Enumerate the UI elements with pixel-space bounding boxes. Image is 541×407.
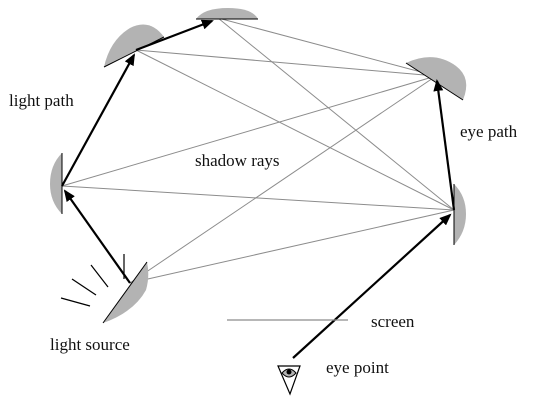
shadow-rays [61, 17, 455, 284]
surface-top-right [406, 57, 467, 100]
shadow-ray [217, 17, 455, 211]
surface-edge [102, 261, 148, 324]
surface-left [50, 153, 62, 214]
path-arrows [61, 19, 456, 359]
light-path-segment [61, 53, 135, 187]
eye-icon [277, 365, 301, 396]
shadow-ray [61, 185, 455, 211]
shadow-ray [217, 17, 437, 77]
label-light-path: light path [9, 91, 74, 110]
shadow-ray [135, 49, 437, 77]
label-light-source: light source [50, 335, 130, 354]
surface-top-left [104, 24, 164, 67]
emission-stroke [90, 264, 109, 288]
shadow-ray [129, 209, 455, 284]
light-path-segment [135, 19, 214, 52]
eye-path-segment [292, 213, 452, 359]
eye-path-segment [433, 79, 456, 211]
label-eye-point: eye point [326, 358, 389, 377]
surface-edges [61, 18, 464, 324]
emission-stroke [71, 278, 97, 296]
label-shadow-rays: shadow rays [195, 151, 280, 170]
surface-right [454, 184, 466, 245]
label-screen: screen [371, 312, 415, 331]
shadow-ray [135, 49, 455, 211]
shadow-ray [61, 75, 437, 187]
emission-stroke [60, 297, 91, 307]
shadow-ray [129, 75, 437, 284]
label-eye-path: eye path [460, 122, 518, 141]
light-path-segment [63, 189, 131, 284]
surface-top [196, 8, 258, 19]
